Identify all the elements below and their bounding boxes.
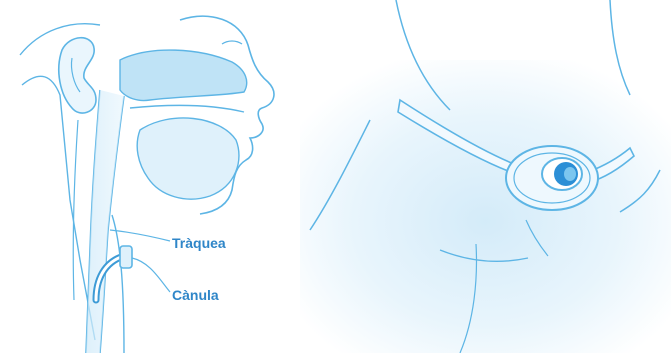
airway-fill [86,90,124,353]
nasal-cavity [120,50,247,100]
trachea-wall [112,215,124,353]
neck-cannula-illustration [300,0,671,353]
esophagus-line [73,120,78,300]
trachea-leader-line [110,230,170,241]
eye-line [222,41,242,44]
head-cross-section-illustration: Tràquea Cànula [0,0,300,353]
neck-shading [300,60,671,353]
neck-cannula-svg [300,0,671,353]
label-cannula: Cànula [172,288,219,302]
palate-line [130,105,244,112]
cannula-leader-line [132,258,170,292]
neck-back-outline [22,76,95,340]
label-trachea: Tràquea [172,236,226,250]
ear-shape [59,38,96,113]
tongue-shape [137,118,239,199]
cannula-hub-opening [564,167,576,181]
cannula-flange [120,246,132,268]
head-cross-section-svg [0,0,300,353]
